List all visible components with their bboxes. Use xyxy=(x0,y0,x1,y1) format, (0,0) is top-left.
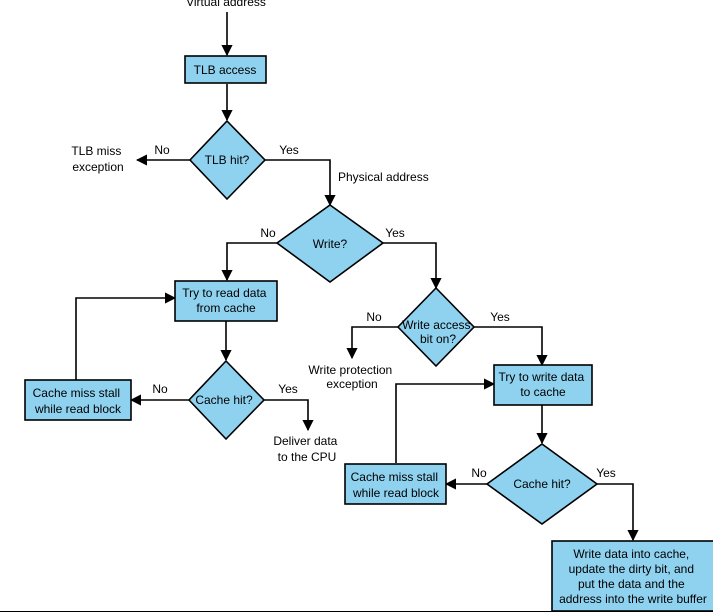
write-access-line-2: bit on? xyxy=(420,332,456,346)
tlb-miss-label: TLB miss exception xyxy=(71,144,124,174)
write-into-line-3: put the data and the xyxy=(578,577,685,591)
write-yes-label: Yes xyxy=(385,226,405,240)
read-data-box xyxy=(174,280,278,322)
cache-hit-read-label: Cache hit? xyxy=(195,393,253,407)
tlb-hit-diamond xyxy=(188,119,267,201)
stall-write-label: Cache miss stall while read block xyxy=(351,470,442,500)
tlb-hit-label: TLB hit? xyxy=(205,153,250,167)
arrow-stall-write-loop xyxy=(395,378,496,463)
arrow-write-yes xyxy=(383,242,442,290)
physical-address-label: Physical address xyxy=(338,170,429,184)
arrow-access-yes xyxy=(474,326,548,367)
read-data-label: Try to read data from cache xyxy=(182,286,270,315)
write-protection-label: Write protection exception xyxy=(308,363,395,391)
tlb-access-box xyxy=(184,55,267,84)
write-into-box xyxy=(551,540,713,612)
tlb-miss-line-1: TLB miss xyxy=(71,144,121,158)
virtual-address-label: Virtual address xyxy=(186,0,266,9)
connectors xyxy=(75,12,639,542)
write-protection-line-2: exception xyxy=(326,377,377,391)
stall-write-box xyxy=(344,463,447,505)
access-no-label: No xyxy=(366,310,382,324)
stall-write-line-1: Cache miss stall xyxy=(351,470,438,484)
write-data-box xyxy=(493,364,593,406)
deliver-line-1: Deliver data xyxy=(273,434,337,448)
tlb-yes-label: Yes xyxy=(279,143,299,157)
cache-hit-write-label: Cache hit? xyxy=(513,477,571,491)
write-into-line-4: address into the write buffer xyxy=(559,592,707,606)
write-access-label: Write access bit on? xyxy=(402,318,474,346)
read-hit-yes-label: Yes xyxy=(278,382,298,396)
deliver-line-2: to the CPU xyxy=(278,450,337,464)
write-into-line-1: Write data into cache, xyxy=(573,547,689,561)
read-data-line-2: from cache xyxy=(196,301,256,315)
tlb-no-label: No xyxy=(154,143,170,157)
tlb-miss-line-2: exception xyxy=(72,160,123,174)
tlb-access-label: TLB access xyxy=(194,63,257,77)
arrow-readhit-yes xyxy=(264,399,314,432)
write-hit-no-label: No xyxy=(471,466,487,480)
cache-hit-read-diamond xyxy=(187,359,266,441)
branch-labels: No Yes No Yes No Yes No Yes No Yes xyxy=(152,143,615,480)
write-hit-yes-label: Yes xyxy=(596,466,616,480)
write-data-line-2: to cache xyxy=(520,385,566,399)
stall-read-label: Cache miss stall while read block xyxy=(33,386,124,416)
write-data-label: Try to write data to cache xyxy=(499,370,588,399)
stall-read-line-1: Cache miss stall xyxy=(33,386,120,400)
arrow-access-no xyxy=(346,326,398,360)
deliver-label: Deliver data to the CPU xyxy=(273,434,340,464)
access-yes-label: Yes xyxy=(490,310,510,324)
process-boxes xyxy=(24,55,713,612)
write-diamond xyxy=(275,204,385,283)
read-data-line-1: Try to read data xyxy=(182,286,267,300)
arrow-write-no xyxy=(221,242,277,282)
decision-diamonds xyxy=(187,119,599,525)
read-hit-no-label: No xyxy=(152,382,168,396)
write-access-line-1: Write access xyxy=(402,318,470,332)
stall-read-box xyxy=(24,379,132,421)
cache-hit-write-diamond xyxy=(485,443,599,525)
write-no-label: No xyxy=(260,226,276,240)
write-data-line-1: Try to write data xyxy=(499,370,585,384)
write-question-label: Write? xyxy=(313,237,348,251)
arrow-writehit-yes xyxy=(597,483,639,542)
arrow-tlb-yes xyxy=(265,159,336,207)
node-labels: Virtual address TLB access TLB hit? TLB … xyxy=(33,0,707,606)
stall-write-line-2: while read block xyxy=(352,486,440,500)
write-access-diamond xyxy=(396,286,476,368)
write-protection-line-1: Write protection xyxy=(308,363,392,377)
stall-read-line-2: while read block xyxy=(34,402,122,416)
arrow-stall-read-loop xyxy=(75,292,177,380)
write-into-label: Write data into cache, update the dirty … xyxy=(559,547,707,606)
write-into-line-2: update the dirty bit, and xyxy=(569,562,694,576)
